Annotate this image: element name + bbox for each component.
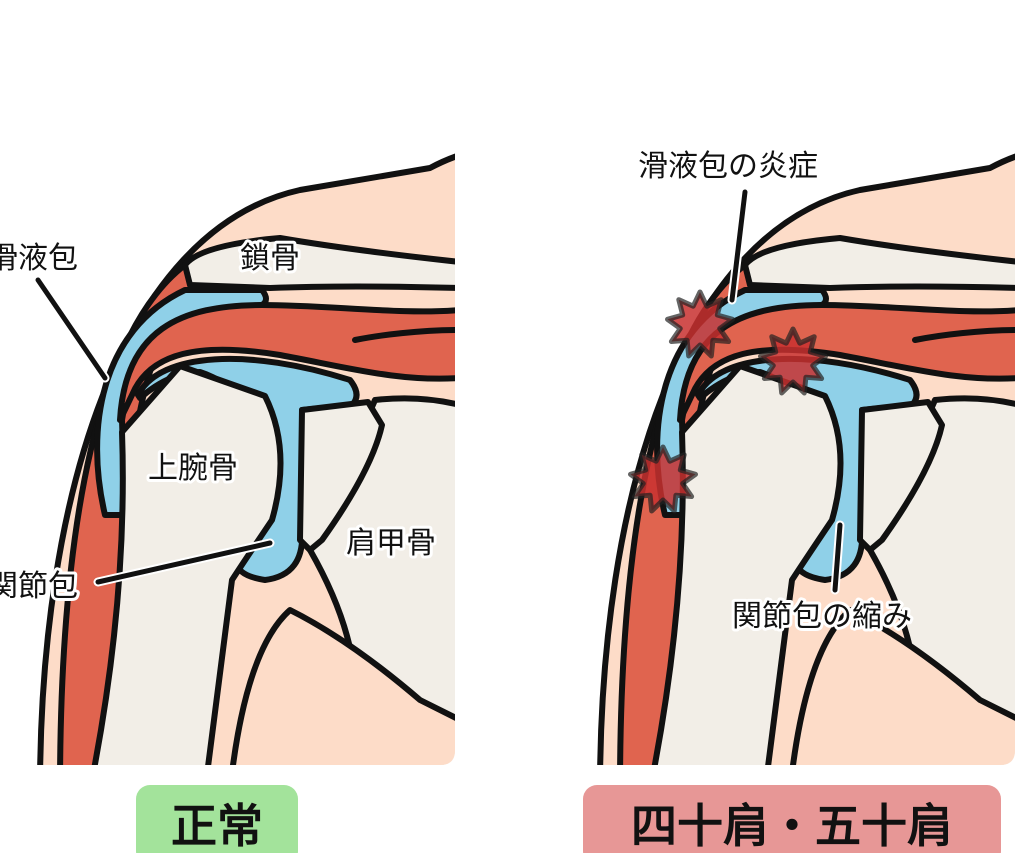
label-capsule: 関節包 <box>0 569 78 604</box>
normal-badge-label: 正常 <box>171 799 263 853</box>
label-bursa-inflammation: 滑液包の炎症 <box>638 149 818 184</box>
inflammation-star-icon <box>665 289 735 359</box>
right-leaders <box>727 187 845 595</box>
frozen-shoulder-badge: 四十肩・五十肩 <box>583 785 1001 853</box>
inflammation-star-icon <box>628 444 698 514</box>
label-scapula: 肩甲骨 <box>346 526 436 561</box>
normal-badge: 正常 <box>136 785 298 853</box>
frozen-shoulder-illustration <box>600 155 1020 790</box>
label-bursa: 滑液包 <box>0 241 78 276</box>
inflammation-star-icon <box>758 326 828 396</box>
inflammation-marks <box>628 289 828 514</box>
label-humerus: 上腕骨 <box>148 451 238 486</box>
label-clavicle: 鎖骨 <box>240 241 300 276</box>
label-capsule-contraction: 関節包の縮み <box>732 599 912 634</box>
frozen-shoulder-badge-label: 四十肩・五十肩 <box>631 799 953 853</box>
left-leaders <box>33 275 275 587</box>
